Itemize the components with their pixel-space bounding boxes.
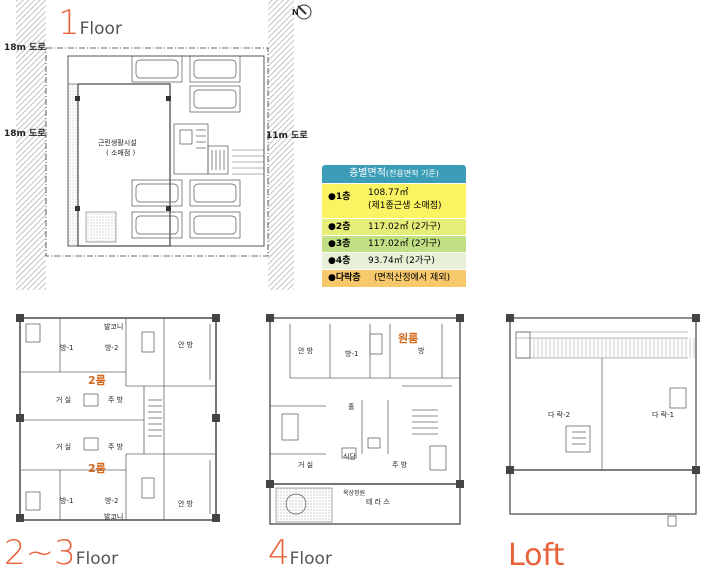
floor4-plan	[266, 314, 464, 525]
f23-master-b: 안 방	[178, 500, 194, 508]
floor1-title-text: Floor	[79, 19, 122, 39]
store-area	[77, 83, 171, 247]
road-label-left: 18m 도로	[4, 129, 46, 139]
roof-garden	[275, 487, 333, 523]
f4-living: 거 실	[298, 461, 314, 469]
floor23-title-number: 2~3	[4, 533, 76, 573]
floor1-plan: N	[16, 0, 312, 290]
f23-room2: 방-2	[105, 344, 119, 352]
area-row-value: (면적산정에서 제외)	[374, 273, 451, 283]
f4-master: 안 방	[298, 347, 314, 355]
loft-attic2: 다 락-2	[548, 411, 571, 419]
f23-room2-b: 방-2	[105, 497, 119, 505]
loft-title: Loft	[508, 538, 565, 573]
area-row-4: ●4층 93.74㎡ (2가구)	[322, 252, 466, 269]
f23-tworoom-a: 2룸	[88, 374, 106, 387]
floor1-title-number: 1	[58, 3, 80, 43]
area-row-3: ●3층 117.02㎡ (2가구)	[322, 235, 466, 252]
loft-attic1: 다 락-1	[652, 411, 675, 419]
area-row-floor: ●1층	[328, 192, 351, 202]
f23-balcony-top: 발코니	[104, 323, 124, 331]
loft-plan	[506, 314, 700, 527]
area-row-1: ●1층 108.77㎡ (제1종근생 소매점)	[322, 183, 466, 218]
area-table: 층별면적(전용면적 기준) ●1층 108.77㎡ (제1종근생 소매점) ●2…	[322, 165, 466, 287]
f23-balcony-bottom: 발코니	[104, 513, 124, 521]
parking-top	[131, 55, 241, 113]
area-row-value: 117.02㎡ (2가구)	[368, 222, 441, 232]
area-row-floor: ●2층	[328, 222, 351, 232]
f4-hall: 홀	[348, 403, 355, 411]
svg-text:N: N	[292, 8, 299, 17]
area-table-title-sub: (전용면적 기준)	[385, 169, 439, 178]
planting-bottom	[85, 211, 117, 243]
area-row-value: 93.74㎡ (2가구)	[368, 256, 435, 266]
f23-room1-b: 방-1	[60, 497, 74, 505]
area-table-title: 층별면적	[349, 168, 386, 179]
area-row-note: (제1종근생 소매점)	[368, 201, 442, 211]
f4-oneroom: 원룸	[398, 332, 419, 345]
floor4-title: 4Floor	[268, 536, 332, 570]
road-label-right: 11m 도로	[266, 131, 308, 141]
store-sub: ( 소매점 )	[106, 149, 136, 157]
floor1-title: 1Floor	[58, 6, 122, 40]
left-road-hatch	[16, 0, 46, 290]
f4-terrace: 테 라 스	[366, 498, 390, 506]
floor23-title-text: Floor	[75, 549, 119, 569]
f23-tworoom-b: 2룸	[88, 462, 106, 475]
core	[173, 123, 229, 175]
f4-kitchen: 주 방	[392, 461, 408, 469]
f4-oneroom-bang: 방	[418, 347, 425, 355]
store-name: 근린생활시설	[98, 139, 137, 147]
area-row-2: ●2층 117.02㎡ (2가구)	[322, 218, 466, 235]
floor4-title-number: 4	[268, 533, 290, 573]
site-boundary	[45, 47, 269, 257]
left-strip	[67, 83, 79, 247]
f4-dining: 식당	[343, 453, 356, 461]
f23-kitchen: 주 방	[108, 396, 124, 404]
area-row-value: 108.77㎡	[368, 188, 409, 198]
f23-master: 안 방	[178, 341, 194, 349]
area-table-header: 층별면적(전용면적 기준)	[322, 165, 466, 183]
area-row-floor: ●4층	[328, 256, 351, 266]
parking-bottom	[131, 179, 241, 239]
f23-living: 거 실	[56, 396, 72, 404]
area-row-floor: ●3층	[328, 239, 351, 249]
road-label-top-left: 18m 도로	[4, 43, 46, 53]
f23-living-b: 거 실	[56, 443, 72, 451]
area-row-floor: ●다락층	[328, 273, 361, 283]
right-road-hatch	[268, 0, 294, 290]
area-row-5: ●다락층 (면적산정에서 제외)	[322, 269, 466, 287]
floor23-title: 2~3Floor	[4, 536, 118, 570]
north-arrow-icon: N	[292, 4, 312, 20]
f23-room1: 방-1	[60, 344, 74, 352]
f23-kitchen-b: 주 방	[108, 443, 124, 451]
f4-room1: 방-1	[345, 350, 359, 358]
f4-garden: 옥상정원	[343, 490, 366, 497]
floor4-title-text: Floor	[289, 549, 332, 569]
area-row-value: 117.02㎡ (2가구)	[368, 239, 441, 249]
floor23-plan	[16, 314, 220, 522]
